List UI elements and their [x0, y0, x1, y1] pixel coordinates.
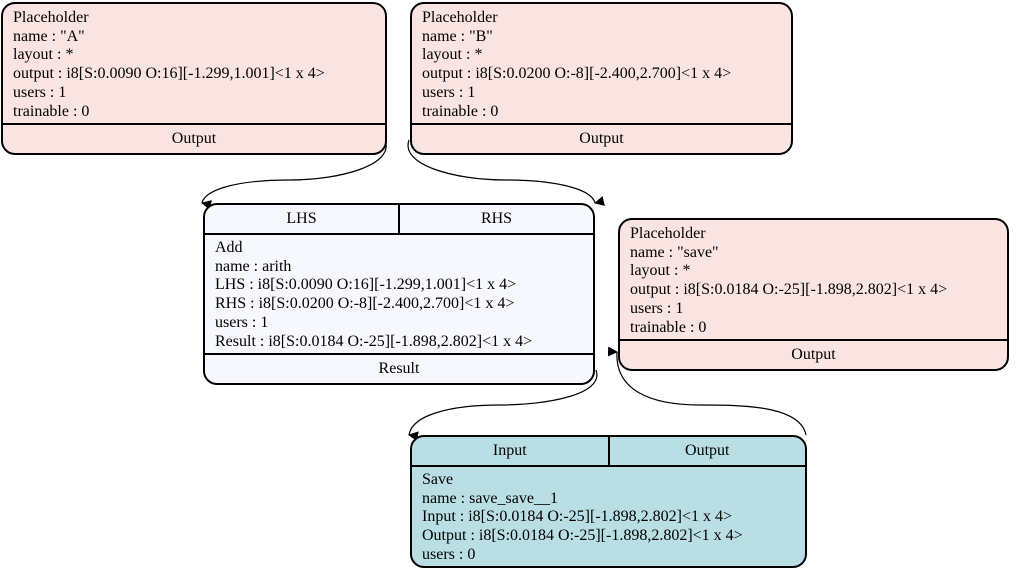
lhs-port[interactable]: LHS — [286, 210, 317, 227]
result-port[interactable]: Result — [205, 353, 593, 383]
node-line: layout : * — [630, 262, 691, 280]
input-port[interactable]: Input — [492, 442, 527, 459]
node-line: output : i8[S:0.0090 O:16][-1.299,1.001]… — [13, 65, 325, 83]
node-line: LHS : i8[S:0.0090 O:16][-1.299,1.001]<1 … — [215, 276, 517, 294]
edge-b-to-rhs — [407, 139, 605, 206]
node-line: Placeholder — [422, 9, 498, 26]
node-line: Output : i8[S:0.0184 O:-25][-1.898,2.802… — [422, 527, 743, 545]
node-line: RHS : i8[S:0.0200 O:-8][-2.400,2.700]<1 … — [215, 295, 515, 313]
node-line: users : 0 — [422, 545, 476, 563]
node-line: layout : * — [13, 46, 74, 64]
save-node[interactable]: Input Output Save name : save_save__1 In… — [410, 435, 807, 568]
rhs-port[interactable]: RHS — [398, 205, 593, 233]
add-node[interactable]: LHS RHS Add name : arith LHS : i8[S:0.00… — [203, 203, 595, 385]
node-line: Placeholder — [13, 9, 89, 26]
node-line: users : 1 — [215, 313, 269, 331]
node-line: output : i8[S:0.0200 O:-8][-2.400,2.700]… — [422, 65, 732, 83]
node-line: users : 1 — [422, 83, 476, 101]
edge-a-to-lhs — [201, 139, 387, 210]
node-line: Add — [215, 239, 243, 256]
node-line: name : save_save__1 — [422, 489, 558, 507]
node-line: trainable : 0 — [422, 102, 499, 120]
node-line: users : 1 — [630, 299, 684, 317]
node-line: Result : i8[S:0.0184 O:-25][-1.898,2.802… — [215, 332, 533, 350]
edge-result-to-save-input — [408, 369, 598, 442]
node-line: name : "B" — [422, 27, 493, 45]
node-line: name : "save" — [630, 243, 719, 261]
placeholder-node-b[interactable]: Placeholder name : "B" layout : * output… — [410, 2, 793, 155]
edge-save-output-to-save-placeholder — [607, 346, 807, 436]
placeholder-node-a[interactable]: Placeholder name : "A" layout : * output… — [1, 2, 387, 155]
node-line: name : "A" — [13, 27, 85, 45]
node-line: Input : i8[S:0.0184 O:-25][-1.898,2.802]… — [422, 508, 733, 526]
output-port[interactable]: Output — [620, 339, 1007, 369]
output-port[interactable]: Output — [607, 437, 806, 465]
node-line: Placeholder — [630, 225, 706, 242]
output-port[interactable]: Output — [412, 123, 791, 153]
placeholder-node-save[interactable]: Placeholder name : "save" layout : * out… — [618, 218, 1009, 371]
output-port[interactable]: Output — [3, 123, 385, 153]
node-line: Save — [422, 471, 454, 488]
node-line: trainable : 0 — [13, 102, 90, 120]
node-line: layout : * — [422, 46, 483, 64]
node-line: name : arith — [215, 257, 292, 275]
node-line: trainable : 0 — [630, 318, 707, 336]
node-line: output : i8[S:0.0184 O:-25][-1.898,2.802… — [630, 281, 948, 299]
node-line: users : 1 — [13, 83, 67, 101]
